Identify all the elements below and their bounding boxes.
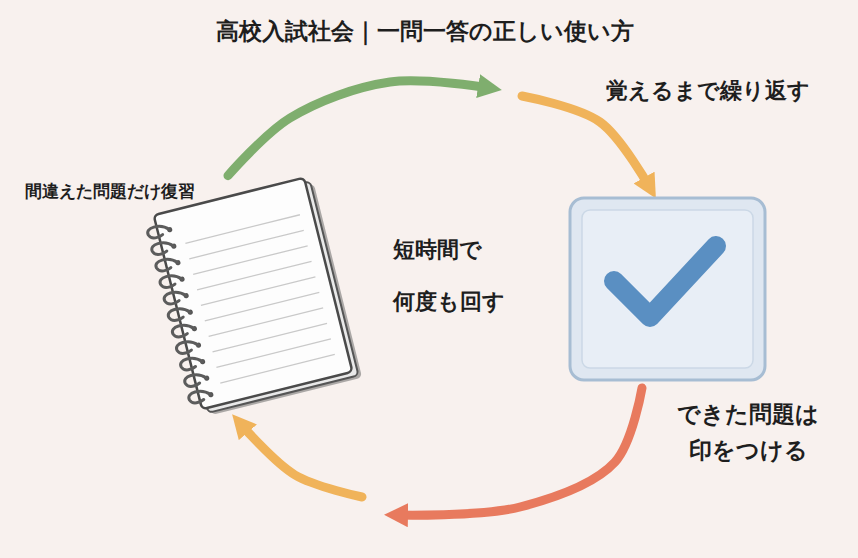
cycle-arrow: [228, 81, 650, 188]
arrow-segment: [228, 81, 490, 176]
node-label: できた問題は 印をつける: [655, 396, 841, 468]
edge-label: 覚えるまで繰り返す: [606, 76, 810, 106]
arrow-segment: [240, 423, 362, 497]
cycle-arrow: [240, 388, 642, 515]
note-text: 短時間で 何度も回す: [393, 224, 505, 328]
notebook-node: 間違えた問題だけ復習: [0, 160, 380, 440]
checkbox-node: できた問題は 印をつける: [550, 180, 850, 470]
notebook-icon: [0, 160, 380, 440]
node-label: 間違えた問題だけ復習: [25, 180, 195, 203]
diagram-title: 高校入試社会｜一問一答の正しい使い方: [0, 16, 854, 47]
arrow-segment: [522, 96, 650, 188]
arrow-segment: [396, 388, 642, 515]
